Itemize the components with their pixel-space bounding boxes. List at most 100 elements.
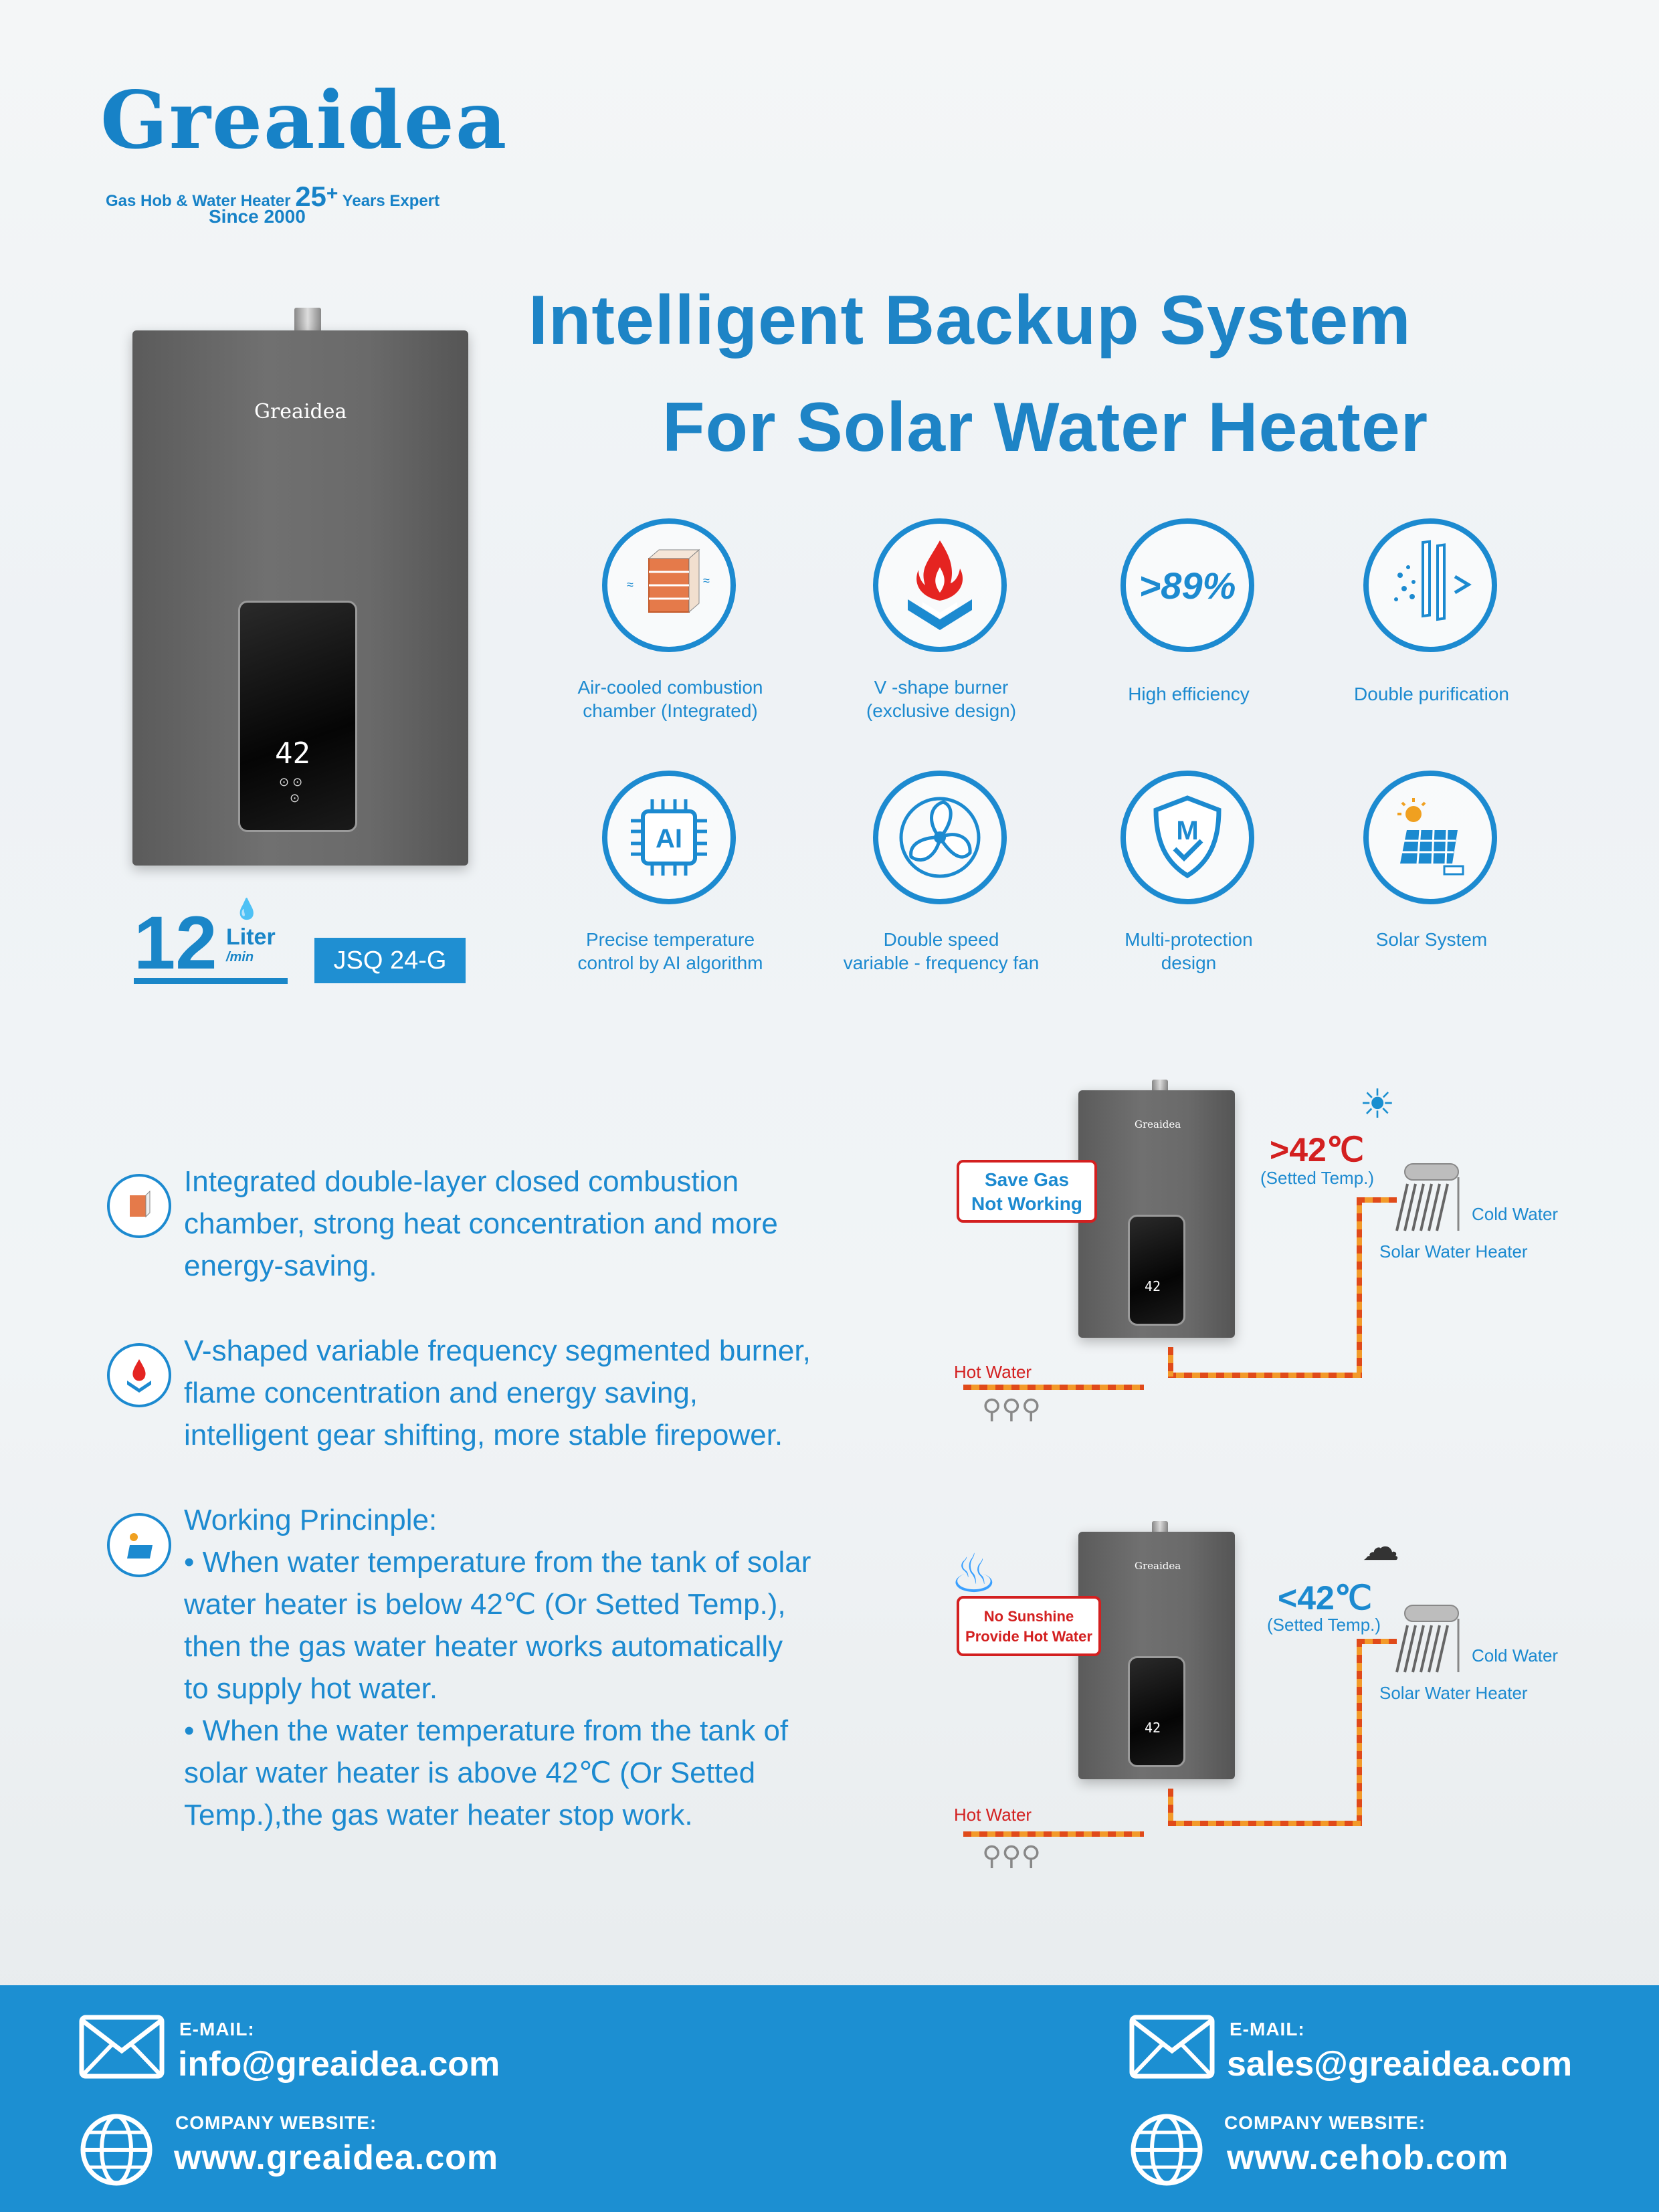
solar-heater-label: Solar Water Heater <box>1379 1683 1528 1703</box>
diagram-heater: Greaidea 42 <box>1078 1532 1235 1779</box>
diagram-heater-display: 42 <box>1145 1278 1161 1294</box>
heater-brand: Greaidea <box>254 400 347 423</box>
email-label: E-MAIL: <box>1230 2019 1305 2039</box>
website-link-cehob[interactable]: www.cehob.com <box>1227 2138 1509 2177</box>
paragraph-burner: V-shaped variable frequency segmented bu… <box>184 1334 811 1451</box>
purification-icon <box>1363 518 1497 652</box>
cold-water-label: Cold Water <box>1472 1204 1559 1224</box>
diagram-heater: Greaidea 42 <box>1078 1090 1235 1338</box>
hot-pipe-top <box>1357 1639 1397 1644</box>
diagram-heater-panel: 42 <box>1128 1215 1185 1326</box>
capacity-value: 12 <box>134 901 217 985</box>
brand-tagline: Gas Hob & Water Heater 25+ Years Expert <box>106 181 440 213</box>
sun-icon: ☀ <box>1359 1082 1395 1126</box>
svg-text:≈: ≈ <box>703 574 710 587</box>
feature-label: Solar System <box>1375 929 1488 950</box>
capacity-per: /min <box>226 950 254 965</box>
capacity-unit: Liter <box>226 924 276 950</box>
solar-small-icon <box>107 1513 171 1577</box>
tagline-post: Years Expert <box>342 192 440 210</box>
v-burner-flame-icon <box>873 518 1007 652</box>
ai-chip-icon: AI <box>602 771 736 904</box>
hot-water-out-pipe <box>963 1385 1144 1390</box>
website-label: COMPANY WEBSITE: <box>175 2112 377 2133</box>
page-title-line1: Intelligent Backup System <box>528 282 1411 359</box>
shield-icon: M <box>1120 771 1254 904</box>
capacity-underline <box>134 978 288 984</box>
mail-icon <box>79 2015 165 2079</box>
hot-pipe-inlet <box>1168 1347 1173 1377</box>
heater-buttons-icon: ⊙ ⊙ <box>279 775 303 789</box>
brand-since: Since 2000 <box>209 206 306 227</box>
solar-water-heater-image <box>1391 1599 1465 1673</box>
diagram-heater-display: 42 <box>1145 1720 1161 1736</box>
paragraph-principle: Working Princinple:• When water temperat… <box>184 1504 811 1831</box>
feature-label: V -shape burner(exclusive design) <box>866 677 1017 721</box>
heater-display: 42 <box>275 736 310 771</box>
hot-pipe-bottom <box>1168 1373 1362 1378</box>
model-badge: JSQ 24-G <box>314 938 466 983</box>
blue-flame-icon: ♨ <box>950 1544 998 1603</box>
hot-water-label: Hot Water <box>954 1362 1032 1382</box>
hot-pipe-inlet <box>1168 1789 1173 1825</box>
brand-logo: Greaidea <box>100 74 508 167</box>
cold-water-label: Cold Water <box>1472 1645 1559 1666</box>
heater-flue-pipe <box>294 308 321 334</box>
feature-label: Double purification <box>1354 684 1509 704</box>
tagline-plus: + <box>326 183 338 205</box>
solar-water-heater-image <box>1391 1157 1465 1231</box>
tagline-years: 25 <box>295 181 326 212</box>
water-drop-icon: 💧 <box>234 898 260 920</box>
temperature-note: (Setted Temp.) <box>1267 1615 1381 1635</box>
temperature-note: (Setted Temp.) <box>1260 1168 1375 1188</box>
website-label: COMPANY WEBSITE: <box>1224 2112 1426 2133</box>
shield-letter: M <box>1176 816 1198 845</box>
product-heater-image: Greaidea 42 ⊙ ⊙ ⊙ <box>132 330 468 866</box>
hot-pipe-top <box>1357 1197 1397 1203</box>
diagram-heater-panel: 42 <box>1128 1656 1185 1767</box>
ai-text: AI <box>656 824 682 853</box>
hot-pipe-vertical <box>1357 1197 1362 1375</box>
fan-icon <box>873 771 1007 904</box>
contact-footer: E-MAIL: info@greaidea.com COMPANY WEBSIT… <box>0 1985 1659 2212</box>
combustion-small-icon <box>107 1174 171 1238</box>
globe-icon <box>1129 2112 1204 2187</box>
heater-flue-pipe <box>1152 1521 1168 1534</box>
hot-pipe-bottom <box>1168 1821 1362 1826</box>
hot-water-out-pipe <box>963 1831 1144 1837</box>
svg-text:≈: ≈ <box>627 578 633 591</box>
shower-heads-icon: ⚲⚲⚲ <box>982 1395 1041 1424</box>
efficiency-icon: >89% <box>1120 518 1254 652</box>
solar-heater-label: Solar Water Heater <box>1379 1241 1528 1262</box>
shower-heads-icon: ⚲⚲⚲ <box>982 1841 1041 1871</box>
paragraph-combustion: Integrated double-layer closed combustio… <box>184 1165 778 1282</box>
efficiency-value: >89% <box>1139 564 1236 607</box>
feature-label: High efficiency <box>1128 684 1250 704</box>
email-label: E-MAIL: <box>179 2019 255 2039</box>
website-link-greaidea[interactable]: www.greaidea.com <box>174 2138 499 2177</box>
page-title-line2: For Solar Water Heater <box>662 389 1429 466</box>
tagline-text: Gas Hob & Water Heater <box>106 192 291 210</box>
diagram-heater-brand: Greaidea <box>1135 1560 1181 1572</box>
heater-power-icon: ⊙ <box>290 791 300 805</box>
heater-flue-pipe <box>1152 1080 1168 1093</box>
temperature-below: <42℃ <box>1278 1579 1372 1617</box>
hot-pipe-vertical <box>1357 1639 1362 1823</box>
globe-icon <box>79 2112 154 2187</box>
heater-control-panel: 42 ⊙ ⊙ ⊙ <box>238 601 357 832</box>
email-link-sales[interactable]: sales@greaidea.com <box>1227 2045 1573 2084</box>
hot-water-label: Hot Water <box>954 1805 1032 1825</box>
combustion-chamber-icon: ≈ ≈ <box>602 518 736 652</box>
solar-panel-icon <box>1363 771 1497 904</box>
email-link-info[interactable]: info@greaidea.com <box>178 2045 500 2084</box>
diagram-heater-brand: Greaidea <box>1135 1118 1181 1130</box>
cloud-icon: ☁ <box>1362 1526 1399 1568</box>
